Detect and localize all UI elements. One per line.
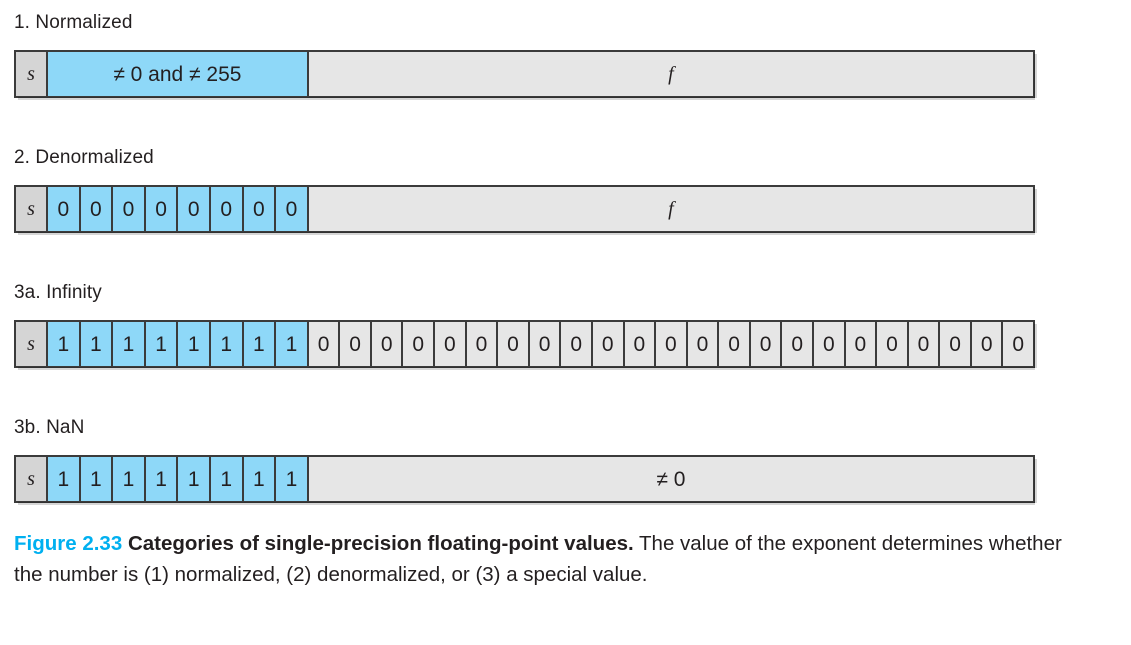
fraction-value: f — [308, 52, 1033, 96]
exponent-bit-cell: 1 — [80, 457, 114, 501]
fraction-bit-cell: 0 — [687, 322, 720, 366]
section-label-1: 1. Normalized — [14, 12, 133, 33]
fraction-bit-cell: 0 — [971, 322, 1004, 366]
fraction-field: f — [308, 187, 1033, 231]
exponent-bit-cell: 0 — [145, 187, 179, 231]
fraction-field: f — [308, 52, 1033, 96]
figure-caption-body: The value of the exponent determines whe… — [14, 532, 1062, 586]
fraction-bit-cell: 0 — [940, 322, 972, 366]
fraction-bit-cell: 0 — [782, 322, 814, 366]
sign-bit-cell: s — [16, 457, 48, 501]
fraction-bit-cell: 0 — [561, 322, 593, 366]
exponent-bit-cell: 0 — [178, 187, 211, 231]
figure-number: Figure 2.33 — [14, 532, 123, 555]
exponent-bit-cell: 0 — [80, 187, 114, 231]
fraction-bit-cell: 0 — [403, 322, 436, 366]
section-label-2: 2. Denormalized — [14, 147, 154, 168]
exponent-bit-cell: 1 — [210, 457, 244, 501]
fraction-bit-cell: 0 — [719, 322, 751, 366]
fraction-bit-cell: 0 — [340, 322, 372, 366]
fraction-bit-cell: 0 — [750, 322, 783, 366]
exponent-bit-cell: 1 — [80, 322, 114, 366]
fraction-bit-cell: 0 — [1003, 322, 1034, 366]
fraction-bit-cell: 0 — [466, 322, 499, 366]
exponent-bit-cell: 1 — [48, 457, 81, 501]
figure-caption: Figure 2.33 Categories of single-precisi… — [14, 528, 1064, 590]
sign-bit-cell: s — [16, 187, 48, 231]
fraction-field: ≠ 0 — [308, 457, 1033, 501]
exponent-bit-cell: 1 — [145, 322, 179, 366]
exponent-bit-cell: 1 — [276, 322, 309, 366]
sign-bit-cell: s — [16, 52, 48, 96]
exponent-bit-cell: 1 — [210, 322, 244, 366]
sign-bit-cell: s — [16, 322, 48, 366]
fraction-bit-cell: 0 — [498, 322, 530, 366]
fraction-bit-cell: 0 — [308, 322, 341, 366]
exponent-bit-cell: 0 — [113, 187, 146, 231]
fraction-bit-cell: 0 — [877, 322, 909, 366]
fraction-bit-cell: 0 — [656, 322, 688, 366]
fraction-bit-cell: 0 — [371, 322, 404, 366]
figure-caption-title: Categories of single-precision floating-… — [127, 532, 634, 555]
exponent-bit-cell: 0 — [48, 187, 81, 231]
exponent-bit-cell: 0 — [243, 187, 277, 231]
exponent-bit-cell: 1 — [48, 322, 81, 366]
section-label-3: 3a. Infinity — [14, 282, 102, 303]
exponent-bit-cell: 1 — [178, 457, 211, 501]
exponent-bit-cell: 1 — [113, 322, 146, 366]
exponent-bit-cell: 1 — [243, 457, 277, 501]
exponent-bit-cell: 1 — [276, 457, 309, 501]
exponent-bit-cell: 1 — [178, 322, 211, 366]
exponent-bit-cell: 0 — [276, 187, 309, 231]
section-label-4: 3b. NaN — [14, 417, 85, 438]
exponent-bit-cell: 1 — [243, 322, 277, 366]
fraction-value: f — [308, 187, 1033, 231]
fraction-bit-cell: 0 — [624, 322, 657, 366]
exponent-bit-cell: 0 — [210, 187, 244, 231]
fraction-bit-cell: 0 — [814, 322, 846, 366]
exponent-bit-cell: 1 — [113, 457, 146, 501]
fraction-bit-cell: 0 — [529, 322, 562, 366]
exponent-value: ≠ 0 and ≠ 255 — [48, 52, 309, 96]
fraction-bit-cell: 0 — [435, 322, 467, 366]
fraction-bit-cell: 0 — [845, 322, 878, 366]
fraction-bit-cell: 0 — [592, 322, 625, 366]
exponent-bit-cell: 1 — [145, 457, 179, 501]
fraction-value: ≠ 0 — [308, 457, 1033, 501]
fraction-bit-cell: 0 — [908, 322, 941, 366]
exponent-field: ≠ 0 and ≠ 255 — [48, 52, 309, 96]
